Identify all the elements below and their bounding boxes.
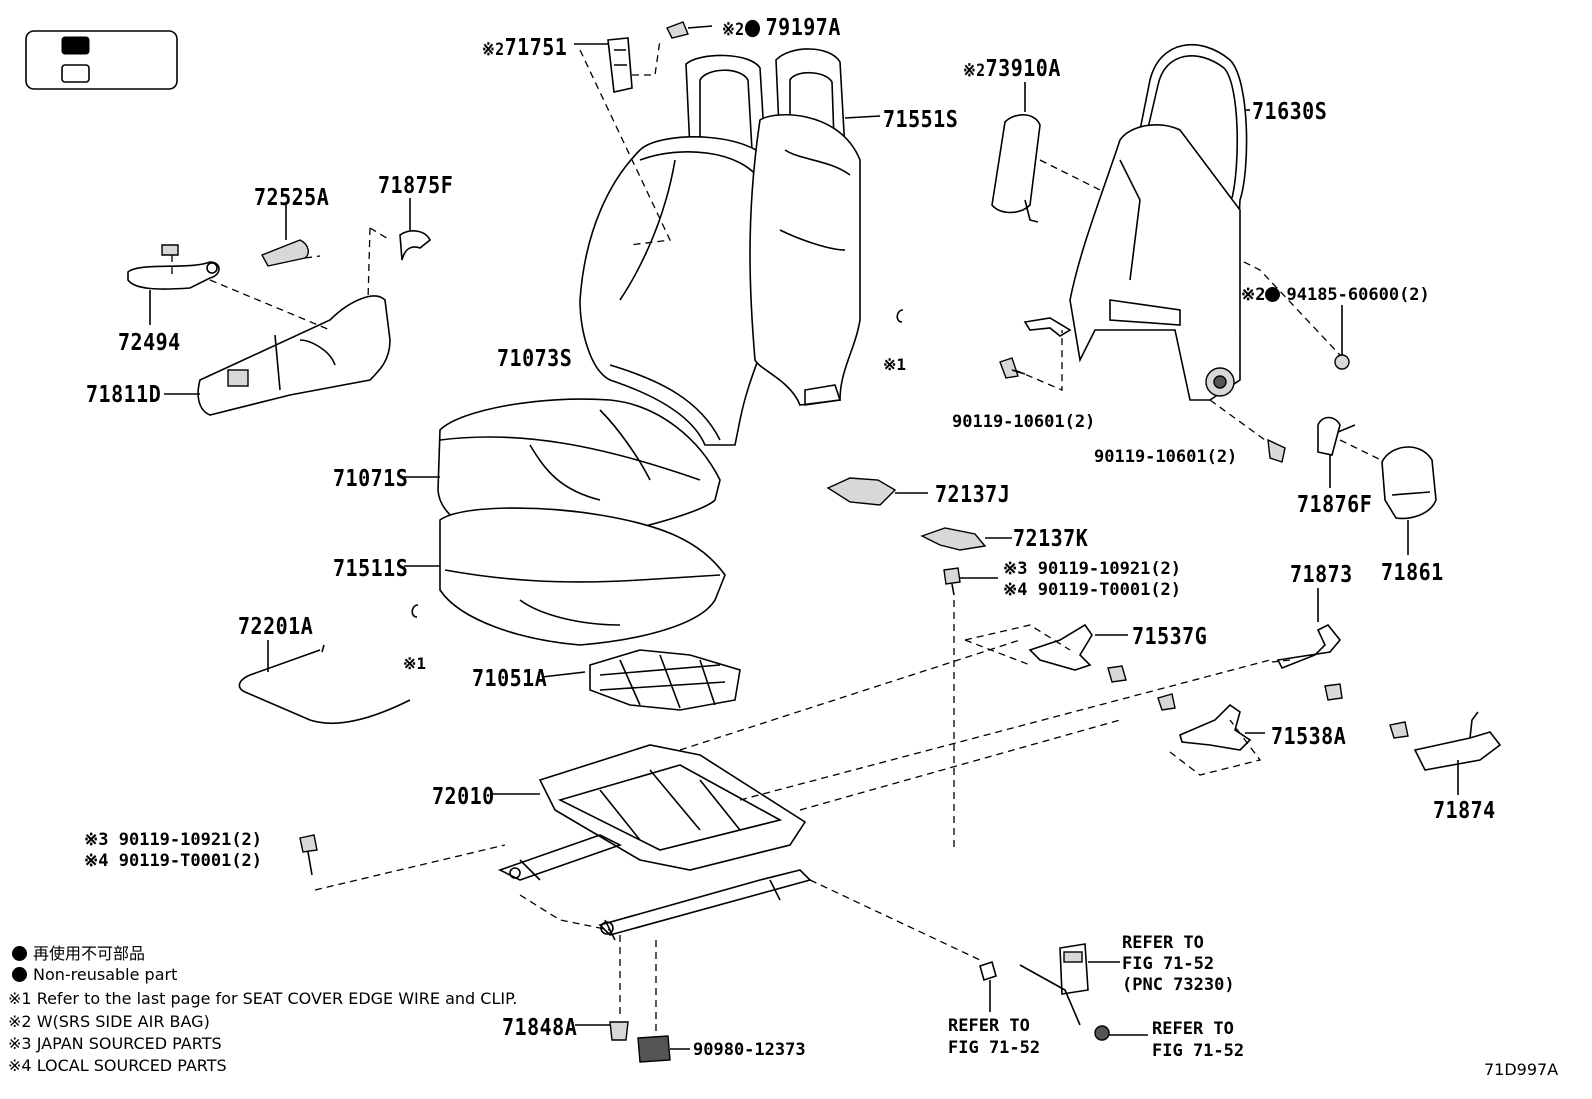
bracket-71538A — [1157, 693, 1265, 776]
label-90119-T0001-upper: ※4 90119-T0001(2) — [1003, 580, 1182, 600]
label-71073S: 71073S — [497, 344, 573, 372]
lever-72494 — [127, 244, 331, 331]
label-71876F: 71876F — [1297, 490, 1373, 518]
nut-94185 — [1334, 354, 1350, 370]
bolt-90119-10601-a — [999, 357, 1019, 379]
label-72137J: 72137J — [935, 480, 1011, 508]
seat-adjuster-72010 — [490, 639, 1271, 941]
label-72137K: 72137K — [1013, 524, 1089, 552]
bracket-71874 — [1389, 711, 1502, 795]
diagram-code: 71D997A — [1484, 1060, 1559, 1079]
bolt-line-b — [1209, 399, 1266, 441]
label-71861: 71861 — [1381, 558, 1444, 586]
label-71511S: 71511S — [333, 554, 409, 582]
label-72525A: 72525A — [254, 183, 330, 211]
label-90119-T0001-lower: ※4 90119-T0001(2) — [84, 851, 263, 871]
non-reusable-dot-icon — [1265, 287, 1281, 302]
label-71071S: 71071S — [333, 464, 409, 492]
bolt-90119-10601-b — [1267, 438, 1286, 463]
label-72494: 72494 — [118, 328, 181, 356]
refer-block-nut: REFER TO FIG 71-52 — [1152, 1019, 1245, 1061]
bracket-71751 — [574, 21, 713, 93]
label-71751: ※271751 — [482, 33, 568, 61]
label-71874: 71874 — [1433, 796, 1496, 824]
label-73910A: ※273910A — [963, 54, 1061, 82]
edge-wire-72201A — [238, 640, 411, 724]
label-71811D: 71811D — [86, 380, 162, 408]
label-71051A: 71051A — [472, 664, 548, 692]
legend-item-jp: 再使用不可部品 — [12, 940, 145, 964]
non-reusable-dot-icon — [744, 19, 760, 38]
clip-90980 — [637, 1035, 671, 1063]
bolt-90119-10921-lower — [299, 834, 318, 853]
cover-72525A — [261, 205, 321, 267]
callout-x1-right: ※1 — [883, 355, 907, 374]
side-cover-71811D — [164, 295, 391, 416]
label-71551S: 71551S — [883, 105, 959, 133]
clip-c-mark-left — [411, 604, 419, 618]
washer — [979, 960, 997, 982]
bolt-shaft-c — [307, 851, 313, 876]
legend-item-x2: ※2 W(SRS SIDE AIR BAG) — [8, 1012, 210, 1031]
cushion-pad-71511S — [404, 507, 726, 646]
nut-belt — [1094, 1025, 1110, 1041]
label-72010: 72010 — [432, 782, 495, 810]
label-71875F: 71875F — [378, 171, 454, 199]
legend-item-x3: ※3 JAPAN SOURCED PARTS — [8, 1034, 222, 1053]
legend-item-non-reusable: Non-reusable part — [12, 965, 177, 984]
side-airbag-73910A — [991, 82, 1341, 356]
label-71848A: 71848A — [502, 1013, 578, 1041]
label-71537G: 71537G — [1132, 622, 1208, 650]
bolt-line-c — [314, 844, 506, 891]
label-90119-10601-b: 90119-10601(2) — [1094, 447, 1238, 467]
bracket-71537G — [964, 623, 1128, 683]
bolt-shaft-a — [1011, 369, 1026, 375]
cover-72137K — [920, 527, 1012, 551]
label-72201A: 72201A — [238, 612, 314, 640]
legend-item-x1: ※1 Refer to the last page for SEAT COVER… — [8, 989, 518, 1008]
label-90119-10921-lower: ※3 90119-10921(2) — [84, 830, 263, 850]
seat-belt-buckle — [1019, 943, 1120, 1026]
seatback-frame-71630S — [1023, 44, 1250, 401]
knob-71861 — [1381, 446, 1437, 555]
callout-x1-left: ※1 — [403, 654, 427, 673]
cover-71875F — [367, 198, 432, 301]
key-box — [25, 30, 178, 90]
non-reusable-dot-icon — [12, 946, 27, 961]
cover-71876F — [1317, 416, 1386, 488]
bolt-90119-10921-upper — [943, 567, 998, 850]
bolt-line-a — [1014, 330, 1063, 391]
non-reusable-dot-icon — [12, 967, 27, 982]
clip-c-mark-right — [896, 309, 904, 323]
cover-72137J — [826, 477, 928, 506]
label-71538A: 71538A — [1271, 722, 1347, 750]
refer-block-pnc73230: REFER TO FIG 71-52 (PNC 73230) — [1122, 933, 1235, 995]
label-90980-12373: 90980-12373 — [693, 1040, 806, 1060]
label-90119-10921-upper: ※3 90119-10921(2) — [1003, 559, 1182, 579]
label-90119-10601-a: 90119-10601(2) — [952, 412, 1096, 432]
line-belt — [809, 879, 981, 961]
spring-mat-71051A — [541, 649, 741, 711]
label-71630S: 71630S — [1252, 97, 1328, 125]
bracket-71873 — [1271, 588, 1343, 701]
label-71873: 71873 — [1290, 560, 1353, 588]
seatback-cover-71073S — [579, 49, 776, 446]
refer-block-washer: REFER TO FIG 71-52 — [948, 1016, 1041, 1058]
seatback-pad-71551S — [749, 48, 881, 406]
legend-item-x4: ※4 LOCAL SOURCED PARTS — [8, 1056, 227, 1075]
bolt-71848A — [609, 1021, 629, 1041]
